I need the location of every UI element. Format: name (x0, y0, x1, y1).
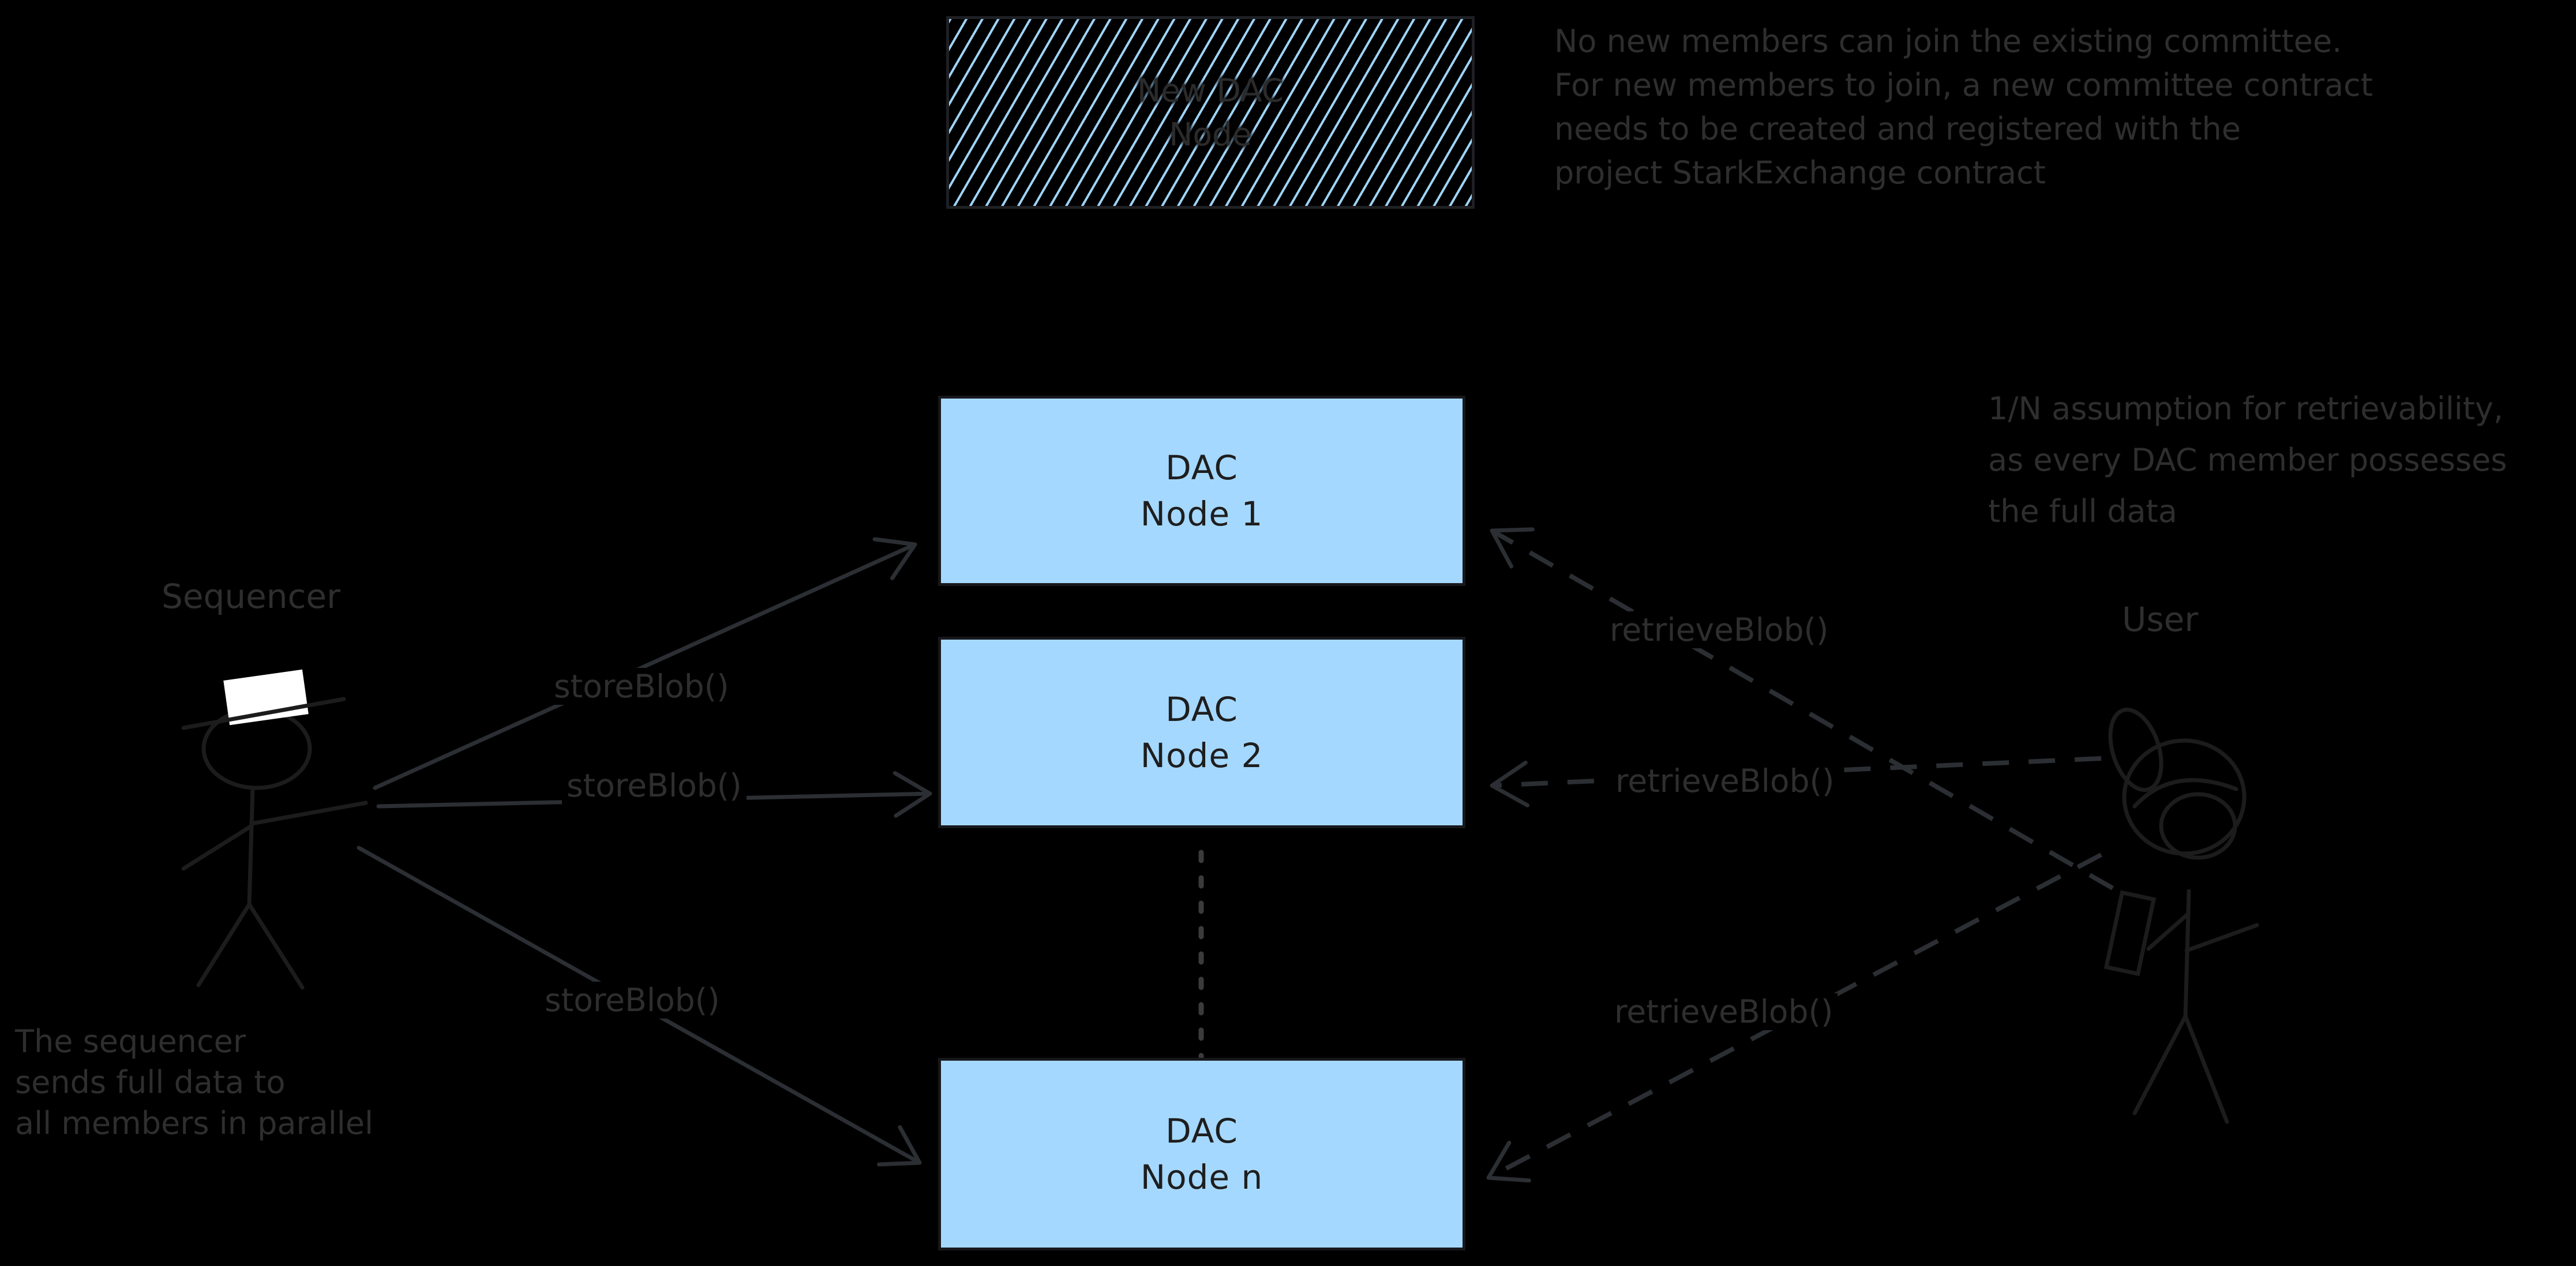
user-label: User (2122, 600, 2199, 639)
new-dac-node-box: New DAC Node (946, 16, 1475, 209)
sequencer-note-line: sends full data to (15, 1064, 286, 1100)
retrievability-note-line: 1/N assumption for retrievability, (1988, 390, 2504, 427)
sequencer-person-icon (181, 669, 368, 990)
store-blob-arrow-1 (373, 537, 917, 790)
retrievability-note-line: as every DAC member possesses (1988, 442, 2507, 478)
retrievability-note-line: the full data (1988, 493, 2177, 529)
dac-node-1-box: DAC Node 1 (938, 396, 1465, 586)
store-blob-label-2: storeBlob() (562, 767, 747, 804)
dac-node-n-label-line1: DAC (1165, 1111, 1238, 1151)
committee-note-line: project StarkExchange contract (1554, 155, 2046, 191)
sequencer-note: The sequencer sends full data to all mem… (15, 1021, 373, 1144)
dac-node-1-label-line2: Node 1 (1140, 494, 1263, 534)
committee-note-line: For new members to join, a new committee… (1554, 67, 2373, 103)
dac-node-2-label-line2: Node 2 (1140, 736, 1263, 775)
store-blob-label-3: storeBlob() (540, 982, 725, 1019)
store-blob-label-1: storeBlob() (549, 668, 734, 705)
dac-node-n-label-line2: Node n (1140, 1158, 1263, 1197)
dac-node-1-label-line1: DAC (1165, 448, 1238, 487)
new-dac-node-label-line2: Node (1169, 116, 1252, 153)
committee-note-line: No new members can join the existing com… (1554, 23, 2342, 59)
sequencer-label: Sequencer (162, 577, 340, 616)
user-person-icon (2103, 707, 2259, 1124)
dac-node-2-label-line1: DAC (1165, 690, 1238, 729)
committee-note: No new members can join the existing com… (1554, 20, 2373, 195)
retrievability-note: 1/N assumption for retrievability, as ev… (1988, 383, 2507, 537)
dac-node-2-box: DAC Node 2 (938, 637, 1465, 828)
retrieve-blob-label-2: retrieveBlob() (1611, 762, 1839, 799)
retrieve-blob-arrow-1 (1490, 527, 2114, 891)
new-dac-node-label-line1: New DAC (1137, 72, 1284, 109)
retrieve-blob-label-3: retrieveBlob() (1610, 993, 1838, 1030)
retrieve-blob-arrow-2 (1490, 756, 2102, 807)
sequencer-note-line: all members in parallel (15, 1105, 373, 1141)
committee-note-line: needs to be created and registered with … (1554, 111, 2241, 147)
user-phone-icon (2103, 890, 2157, 976)
dac-node-n-box: DAC Node n (938, 1058, 1465, 1250)
retrieve-blob-label-1: retrieveBlob() (1605, 611, 1833, 648)
sequencer-note-line: The sequencer (15, 1023, 246, 1060)
